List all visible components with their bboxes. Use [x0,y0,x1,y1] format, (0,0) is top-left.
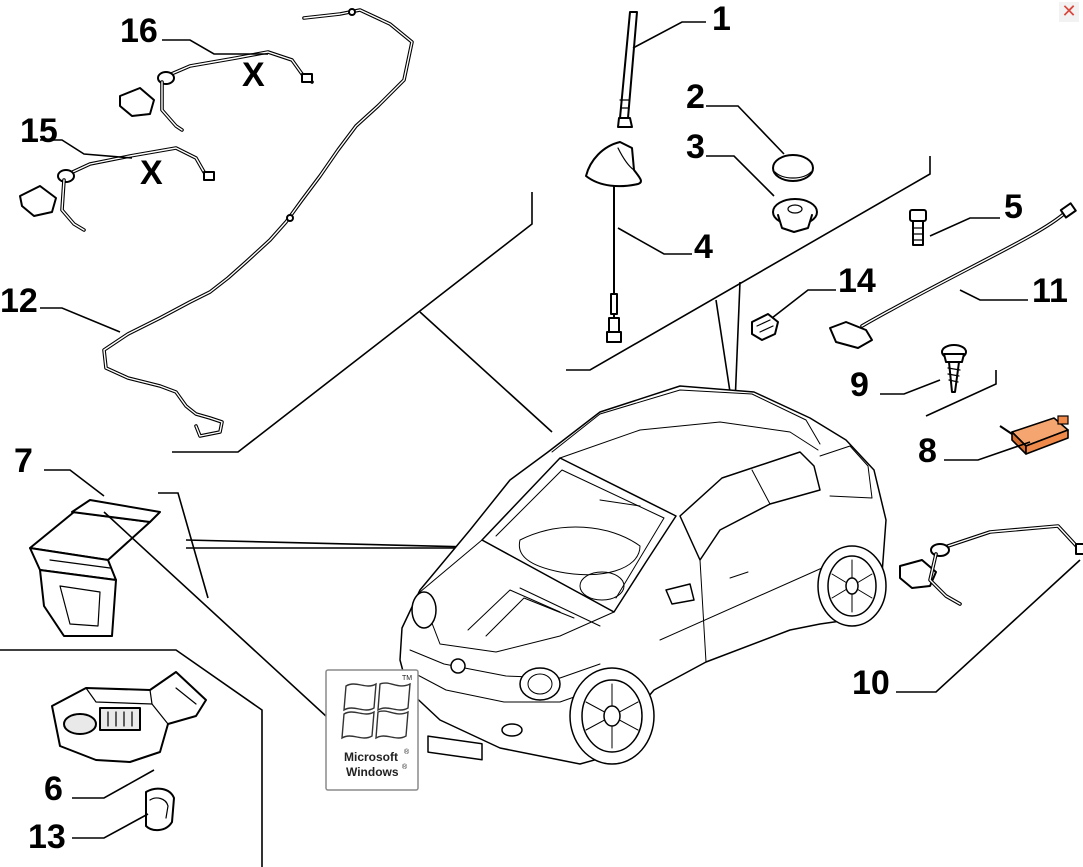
callout-6: 6 [44,770,63,808]
watermark-line2: Windows [346,765,399,779]
part-12-harness [102,8,414,438]
part-8-module [999,415,1069,455]
callout-7: 7 [14,442,33,480]
part-16-harness [119,50,314,132]
callout-12: 12 [0,282,38,320]
watermark-reg1: ® [404,748,410,756]
watermark-line1: Microsoft [344,750,398,764]
part-4-antenna-base [585,141,642,343]
callout-5: 5 [1004,188,1023,226]
part-1-antenna-mast [617,11,638,128]
callout-1: 1 [712,0,731,38]
part-3-grommet [772,198,818,233]
windows-watermark: TM Microsoft ® Windows ® [325,669,419,791]
callout-4: 4 [694,228,713,266]
callout-13: 13 [28,818,66,856]
deleted-mark-16: X [242,56,265,94]
callout-15: 15 [20,112,58,150]
part-15-harness [19,146,215,232]
callout-9: 9 [850,366,869,404]
part-11-cable [829,202,1077,349]
car-drawing [399,385,887,765]
callout-2: 2 [686,78,705,116]
callout-8: 8 [918,432,937,470]
part-14-clip [751,313,779,341]
callout-11: 11 [1032,272,1068,310]
callout-14: 14 [838,262,876,300]
part-10-cable [899,524,1083,606]
callout-labels: 1 2 3 4 5 6 7 8 9 10 11 12 13 14 15 16 X… [0,0,1068,856]
callout-16: 16 [120,12,158,50]
part-9-screw [941,344,967,393]
part-13-clip [145,787,175,832]
watermark-reg2: ® [402,763,408,771]
close-button[interactable]: ✕ [1059,2,1079,22]
callout-3: 3 [686,128,705,166]
part-2-cap [772,154,814,182]
callout-10: 10 [852,664,890,702]
part-6-connector [51,671,207,763]
part-5-bolt [909,209,927,246]
part-7-switch-panel [29,499,161,637]
watermark-tm: TM [402,675,412,682]
deleted-mark-15: X [140,154,163,192]
